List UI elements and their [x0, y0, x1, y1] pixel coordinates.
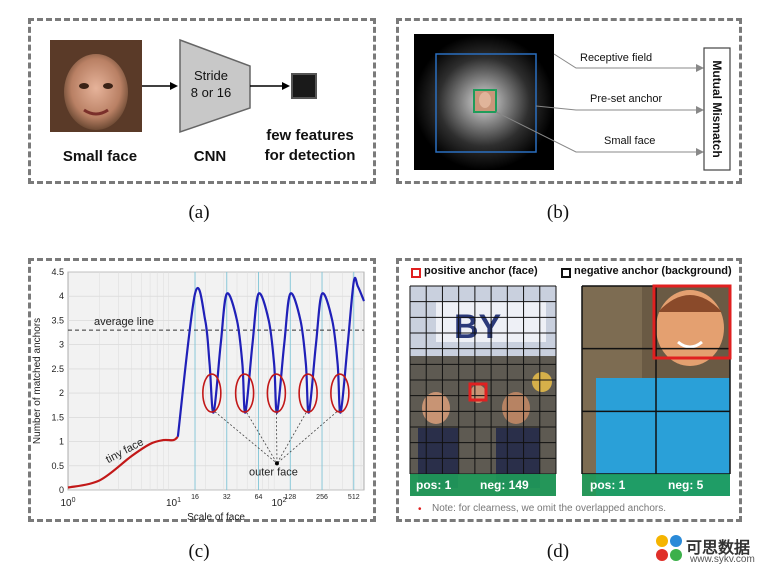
left-neg-stat: neg: 149 [480, 478, 529, 492]
outer-face-pointer [276, 408, 309, 464]
panel-d-graphic: BY • [409, 268, 732, 515]
y-axis-title: Number of matched anchors [32, 318, 43, 444]
right-pos-stat: pos: 1 [590, 478, 626, 492]
cnn-label: CNN [193, 148, 227, 165]
outer-face-ellipse [298, 373, 318, 413]
left-pos-stat: pos: 1 [416, 478, 452, 492]
left-stats-box [410, 474, 556, 496]
y-tick-label: 4.5 [51, 267, 64, 277]
outer-face-ellipse [202, 373, 222, 413]
panel-d [396, 258, 742, 522]
y-tick-label: 3 [59, 340, 64, 350]
x-minor-tick-label: 512 [348, 494, 360, 501]
scale-chart: 0 0.5 1 1.5 2 2.5 3 3.5 4 4.5 16 32 64 128 256 512 100 10… [32, 267, 366, 522]
y-tick-label: 0 [59, 485, 64, 495]
y-tick-label: 2 [59, 388, 64, 398]
outer-face-ellipse [266, 373, 287, 413]
watermark-url: www.sykv.com [690, 554, 755, 565]
note-text: Note: for clearness, we omit the overlap… [432, 503, 667, 514]
outer-face-ellipse [234, 373, 255, 413]
right-stats-box [582, 474, 730, 496]
left-anchor-grid [409, 285, 557, 475]
x-minor-tick-label: 32 [223, 494, 231, 501]
watermark-logo [656, 535, 682, 561]
mutual-mismatch-label: Mutual Mismatch [710, 60, 724, 158]
svg-text:BY: BY [454, 308, 502, 346]
outer-face-label: outer face [249, 466, 298, 478]
y-tick-label: 2.5 [51, 364, 64, 374]
left-positive-anchor [468, 382, 488, 402]
right-positive-anchor [652, 284, 732, 360]
x-minor-tick-label: 16 [191, 494, 199, 501]
right-neg-stat: neg: 5 [668, 478, 704, 492]
small-face-label: Small face [62, 148, 138, 165]
receptive-field-label: Receptive field [580, 52, 653, 64]
x-minor-tick-label: 128 [284, 494, 296, 501]
watermark-title: 可思数据 [686, 540, 751, 557]
panel-c [28, 258, 376, 522]
feature-square [291, 73, 317, 99]
x-minor-tick-label: 256 [316, 494, 328, 501]
few-features-label: few features for detection [264, 127, 356, 164]
panel-a [28, 18, 376, 184]
outer-face-point [274, 461, 279, 466]
caption-a: (a) [188, 202, 210, 223]
caption-d: (d) [546, 541, 570, 562]
average-line-label: average line [94, 316, 154, 328]
x-tick-label: 100 [60, 497, 75, 509]
x-axis-title: Scale of face [187, 512, 245, 522]
small-face-b-label: Small face [604, 135, 656, 147]
outer-face-pointer [276, 408, 341, 464]
caption-c: (c) [188, 541, 210, 562]
stride-label: Stride 8 or 16 [190, 68, 232, 100]
panel-b [396, 18, 742, 184]
preset-anchor-box [435, 53, 537, 153]
x-minor-tick-label: 64 [255, 494, 263, 501]
y-tick-label: 4 [59, 291, 64, 301]
preset-anchor-label: Pre-set anchor [590, 93, 663, 105]
svg-text:•: • [418, 504, 422, 515]
panel-b-graphic [414, 34, 731, 171]
cnn-trapezoid [179, 38, 251, 134]
y-tick-label: 3.5 [51, 315, 64, 325]
x-tick-label: 101 [166, 497, 181, 509]
y-tick-label: 1 [59, 437, 64, 447]
caption-b: (b) [546, 202, 570, 223]
boy-image [582, 286, 730, 496]
outer-face-pointer [275, 409, 278, 464]
x-tick-label: 102 [271, 497, 286, 509]
legend-positive: positive anchor (face) [424, 265, 538, 277]
small-face-image [50, 40, 142, 132]
outer-face-ellipse [330, 373, 350, 413]
outer-face-pointer [244, 408, 278, 464]
panel-a-graphic [50, 38, 317, 134]
y-tick-label: 1.5 [51, 412, 64, 422]
mutual-mismatch-box [703, 47, 731, 171]
y-tick-label: 0.5 [51, 461, 64, 471]
legend-negative: negative anchor (background) [574, 265, 732, 277]
